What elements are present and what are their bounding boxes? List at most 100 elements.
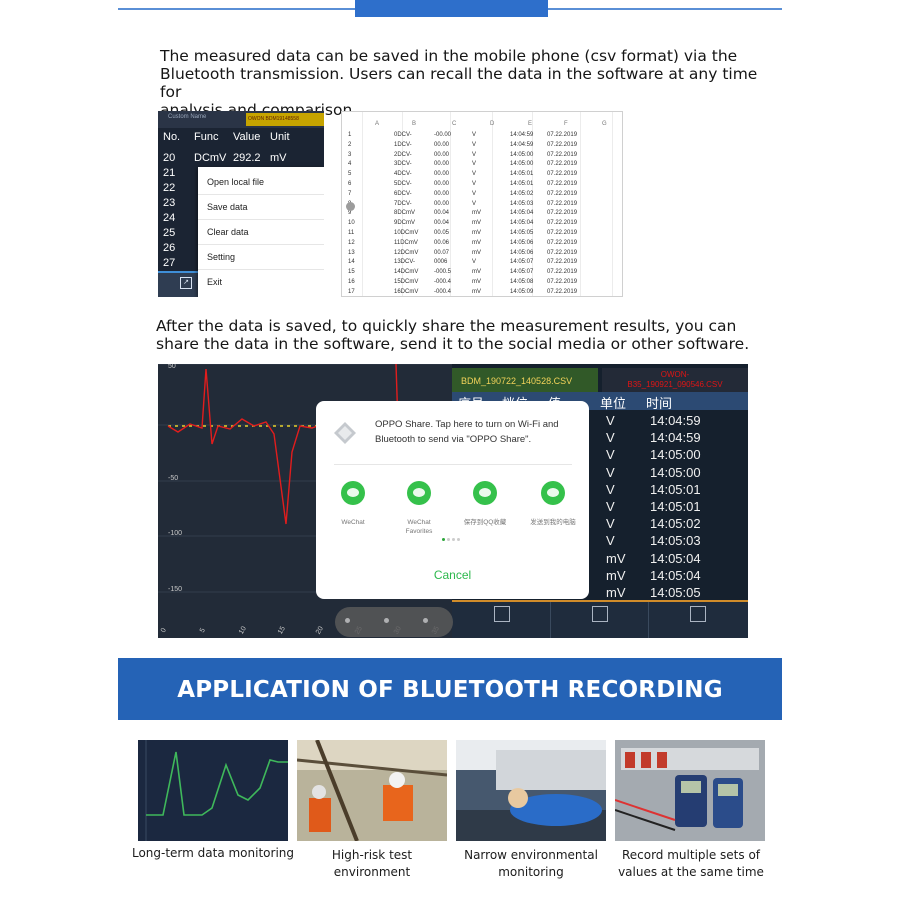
sheet-cell[interactable]: 07.22.2019 xyxy=(547,239,578,246)
export-icon[interactable]: ↗ xyxy=(180,277,192,289)
sheet-cell[interactable]: 14:05:02 xyxy=(510,190,534,197)
sheet-cell[interactable]: 15DCmV xyxy=(394,279,419,285)
sheet-cell[interactable]: 00.07 xyxy=(434,249,450,256)
sheet-cell[interactable]: mV xyxy=(472,239,481,246)
sheet-cell[interactable]: 14:05:06 xyxy=(510,249,534,256)
nav-dot[interactable] xyxy=(423,618,428,623)
sheet-cell[interactable]: 16 xyxy=(348,279,355,285)
sheet-cell[interactable]: 14DCmV xyxy=(394,269,419,276)
sheet-cell[interactable]: 8DCmV xyxy=(394,210,416,217)
sheet-cell[interactable]: V xyxy=(472,132,477,138)
sheet-cell[interactable]: 4 xyxy=(348,161,352,168)
sheet-column-header[interactable]: G xyxy=(602,121,607,127)
sheet-column-header[interactable]: B xyxy=(412,121,417,127)
sheet-cell[interactable]: V xyxy=(472,151,477,158)
oppo-share-message[interactable]: OPPO Share. Tap here to turn on Wi-Fi an… xyxy=(375,419,559,445)
sheet-cell[interactable]: 3DCV- xyxy=(394,161,412,168)
sheet-cell[interactable]: 14:05:03 xyxy=(510,200,534,207)
sheet-column-header[interactable]: C xyxy=(452,121,457,127)
list-item[interactable]: 25 xyxy=(158,227,324,242)
sheet-cell[interactable]: 13DCV- xyxy=(394,259,416,266)
sheet-cell[interactable]: mV xyxy=(472,230,481,236)
sheet-cell[interactable]: V xyxy=(472,259,477,266)
sheet-cell[interactable]: 00.00 xyxy=(434,151,450,158)
sheet-cell[interactable]: 07.22.2019 xyxy=(547,210,578,217)
sheet-cell[interactable]: 00.00 xyxy=(434,200,450,207)
sheet-cell[interactable]: 14:05:07 xyxy=(510,269,534,276)
sheet-cell[interactable]: mV xyxy=(472,210,481,217)
sheet-cell[interactable]: 07.22.2019 xyxy=(547,269,578,276)
sheet-cell[interactable]: 14:05:08 xyxy=(510,279,534,285)
sheet-cell[interactable]: 07.22.2019 xyxy=(547,181,578,187)
sheet-cell[interactable]: 14:05:00 xyxy=(510,161,534,168)
sheet-column-header[interactable]: E xyxy=(528,121,533,127)
nav-dot[interactable] xyxy=(345,618,350,623)
sheet-cell[interactable]: 14:05:05 xyxy=(510,230,534,236)
sheet-cell[interactable]: 14:05:07 xyxy=(510,259,534,266)
sheet-cell[interactable]: 11 xyxy=(348,230,355,236)
sheet-cell[interactable]: 07.22.2019 xyxy=(547,279,578,285)
cancel-button[interactable]: Cancel xyxy=(433,568,472,582)
menu-save-data[interactable]: Save data xyxy=(207,202,248,212)
list-item[interactable]: 23 xyxy=(158,197,324,212)
sheet-cell[interactable]: 7 xyxy=(348,190,352,197)
sheet-cell[interactable]: 10 xyxy=(348,220,355,227)
sheet-cell[interactable]: 13 xyxy=(348,249,355,256)
sheet-cell[interactable]: V xyxy=(472,171,477,178)
sheet-cell[interactable]: 07.22.2019 xyxy=(547,249,578,256)
sheet-cell[interactable]: 5 xyxy=(348,171,352,178)
sheet-cell[interactable]: 12 xyxy=(348,239,355,246)
sheet-cell[interactable]: V xyxy=(472,190,477,197)
sheet-cell[interactable]: 0DCV- xyxy=(394,132,412,138)
sheet-cell[interactable]: 1DCV- xyxy=(394,141,412,148)
sheet-cell[interactable]: 14:05:04 xyxy=(510,220,534,227)
sheet-cell[interactable]: 00.06 xyxy=(434,239,450,246)
file-tab-active[interactable]: BDM_190722_140528.CSV xyxy=(452,368,598,392)
sheet-cell[interactable]: 2DCV- xyxy=(394,151,412,158)
capture-icon[interactable] xyxy=(592,606,608,622)
list-item[interactable]: 24 xyxy=(158,212,324,227)
sheet-cell[interactable]: 07.22.2019 xyxy=(547,200,578,207)
sheet-cell[interactable]: 07.22.2019 xyxy=(547,220,578,227)
sheet-cell[interactable]: V xyxy=(472,200,477,207)
sheet-cell[interactable]: mV xyxy=(472,288,481,295)
sheet-cell[interactable]: 7DCV- xyxy=(394,200,412,207)
sheet-cell[interactable]: 0006 xyxy=(434,259,448,266)
sheet-cell[interactable]: 10DCmV xyxy=(394,230,419,236)
sheet-cell[interactable]: 07.22.2019 xyxy=(547,141,578,148)
sheet-column-header[interactable]: A xyxy=(375,121,380,127)
sheet-cell[interactable]: 6 xyxy=(348,181,352,187)
sheet-cell[interactable]: 14:04:59 xyxy=(510,132,534,138)
sheet-cell[interactable]: 16DCmV xyxy=(394,288,419,295)
sheet-cell[interactable]: mV xyxy=(472,249,481,256)
sheet-cell[interactable]: 15 xyxy=(348,269,355,276)
sheet-cell[interactable]: 6DCV- xyxy=(394,190,412,197)
sheet-cell[interactable]: 1 xyxy=(348,132,352,138)
sheet-cell[interactable]: 2 xyxy=(348,141,352,148)
sheet-cell[interactable]: -00.00 xyxy=(434,132,452,138)
sheet-cell[interactable]: 00.00 xyxy=(434,190,450,197)
sheet-cell[interactable]: V xyxy=(472,141,477,148)
sheet-cell[interactable]: 07.22.2019 xyxy=(547,190,578,197)
share-target-wechat-favorites[interactable]: WeChat Favorites xyxy=(394,481,444,536)
menu-exit[interactable]: Exit xyxy=(207,277,223,287)
